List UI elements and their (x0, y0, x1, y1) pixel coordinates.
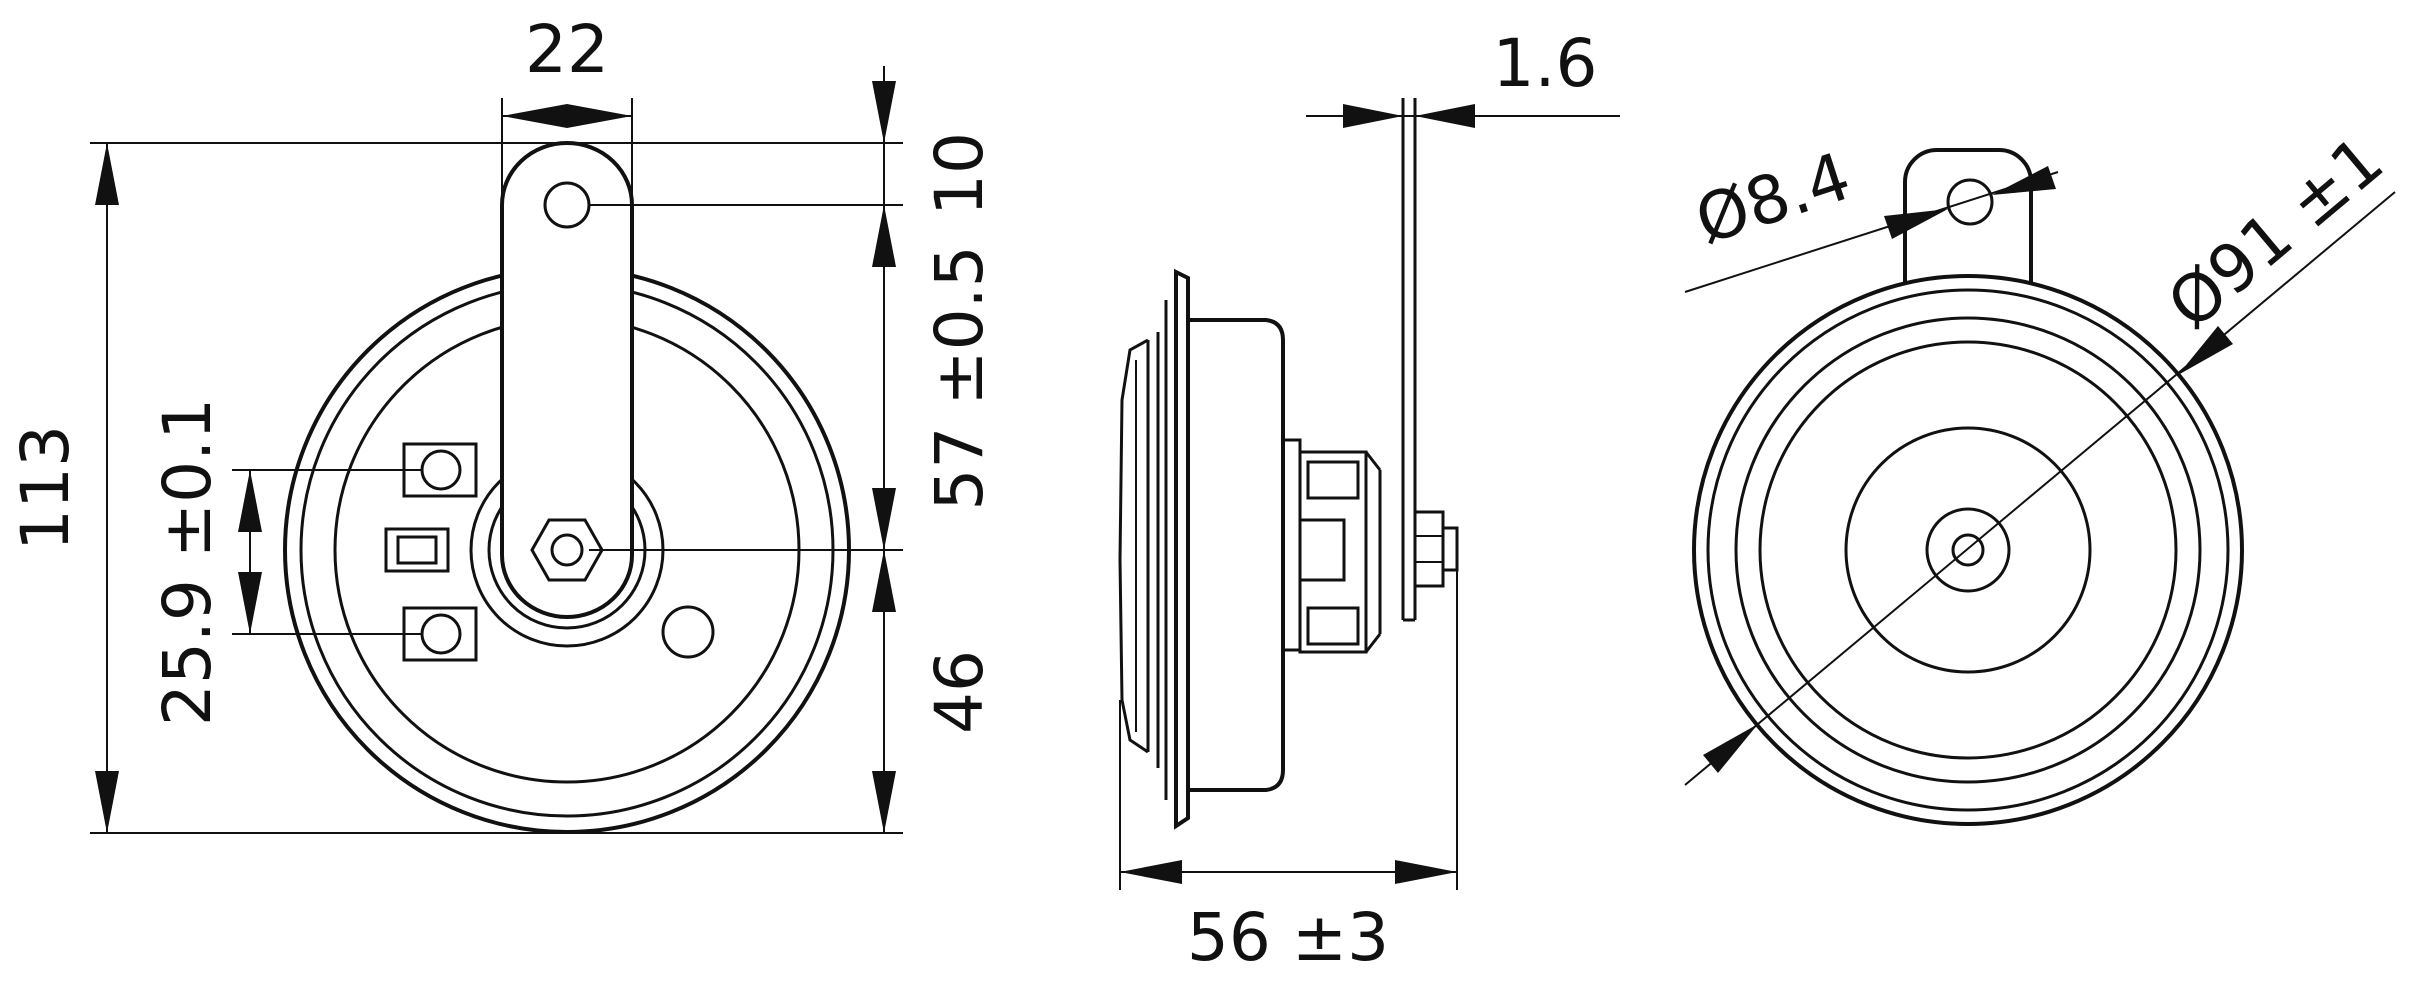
side-rear-boss (1283, 438, 1302, 652)
terminal-middle (384, 527, 450, 573)
dim-hole-to-center: 57 ±0.5 (921, 245, 998, 510)
rear-tab-hole (1946, 178, 1994, 226)
side-dimensions: 1.6 56 ±3 (1119, 25, 1620, 976)
terminal-bottom-screw (420, 613, 462, 655)
terminal-top-screw (420, 449, 462, 491)
dim-body-diameter: Ø91 ±1 (2153, 122, 2397, 344)
center-bolt (550, 533, 584, 567)
dim-bracket-thickness: 1.6 (1493, 25, 1598, 102)
side-housing (1188, 318, 1285, 792)
rear-mounting-tab (1903, 148, 2033, 282)
dim-width-top: 22 (525, 11, 609, 88)
front-vent-hole (661, 605, 715, 659)
mounting-bracket (500, 141, 634, 619)
dim-hole-diameter: Ø8.4 (1687, 138, 1860, 260)
side-view (1118, 98, 1459, 830)
front-dimensions: 22 113 10 57 ±0.5 46 25.9 ±0.1 (7, 11, 998, 834)
side-bolt (1441, 526, 1459, 572)
rear-outer-rim (1692, 274, 2244, 826)
dim-top-to-hole: 10 (921, 132, 998, 216)
front-view (283, 141, 851, 834)
side-flange (1174, 268, 1190, 830)
dim-height-total: 113 (7, 425, 84, 551)
dim-terminal-spacing: 25.9 ±0.1 (149, 398, 226, 726)
side-dome (1118, 338, 1149, 754)
side-nut (1413, 510, 1445, 588)
rear-view (1692, 148, 2244, 826)
rear-center-hole (1951, 533, 1985, 567)
dim-depth: 56 ±3 (1187, 899, 1389, 976)
dim-center-to-bottom: 46 (921, 650, 998, 734)
terminal-middle-inner (396, 535, 438, 565)
